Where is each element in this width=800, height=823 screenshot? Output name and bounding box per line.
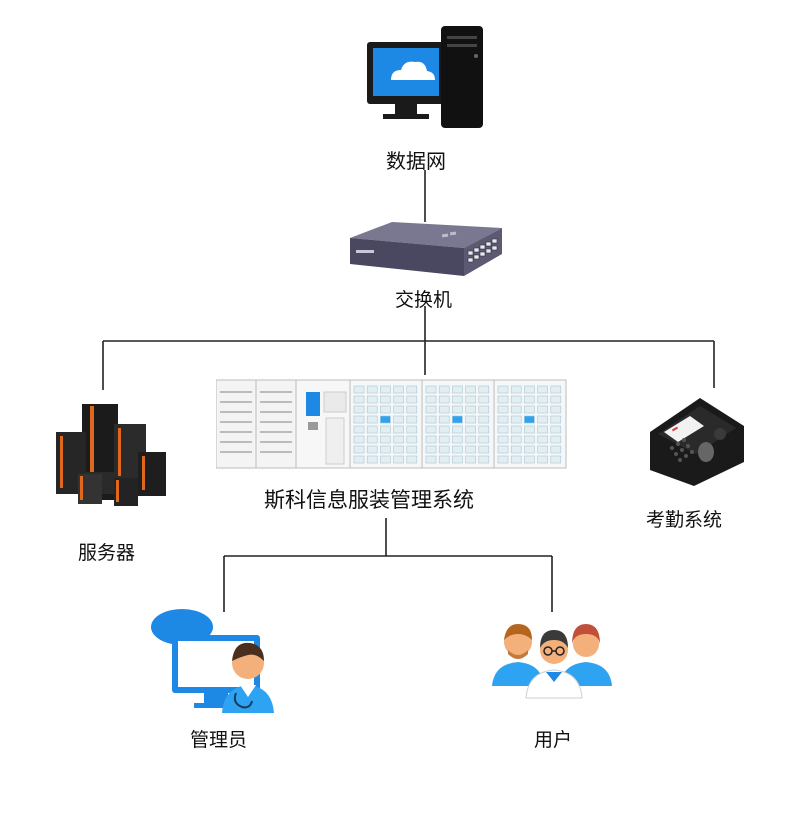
user-label: 用户 xyxy=(534,729,573,751)
switch-label: 交换机 xyxy=(395,289,453,311)
users-group-icon xyxy=(492,624,612,699)
desktop-computer-icon xyxy=(367,26,483,128)
smart-cabinet-icon xyxy=(216,379,567,469)
server-rack-icon xyxy=(56,404,166,506)
network-switch-icon xyxy=(350,222,502,276)
administrator-icon xyxy=(151,609,274,713)
attendance-label: 考勤系统 xyxy=(646,509,723,531)
system-label: 斯科信息服装管理系统 xyxy=(264,488,474,512)
admin-label: 管理员 xyxy=(190,729,248,751)
fingerprint-terminal-icon xyxy=(650,398,744,486)
data-network-label: 数据网 xyxy=(386,149,446,173)
server-label: 服务器 xyxy=(78,542,136,564)
